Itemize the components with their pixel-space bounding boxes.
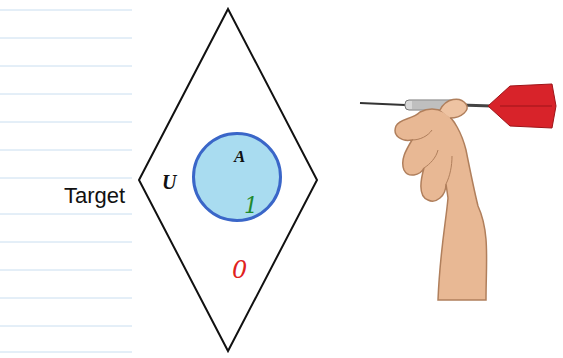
value-mark: 0	[232, 258, 247, 282]
notebook-lines	[0, 10, 132, 352]
hand-with-dart	[360, 84, 556, 300]
set-letter: A	[234, 148, 245, 165]
circle-outline	[192, 132, 282, 222]
value-mark: 1	[244, 195, 258, 217]
universe-diamond: U0A1	[138, 8, 318, 352]
set-letter: U	[162, 172, 176, 192]
target-label: Target	[62, 184, 127, 208]
set-circle: A1	[192, 132, 282, 222]
